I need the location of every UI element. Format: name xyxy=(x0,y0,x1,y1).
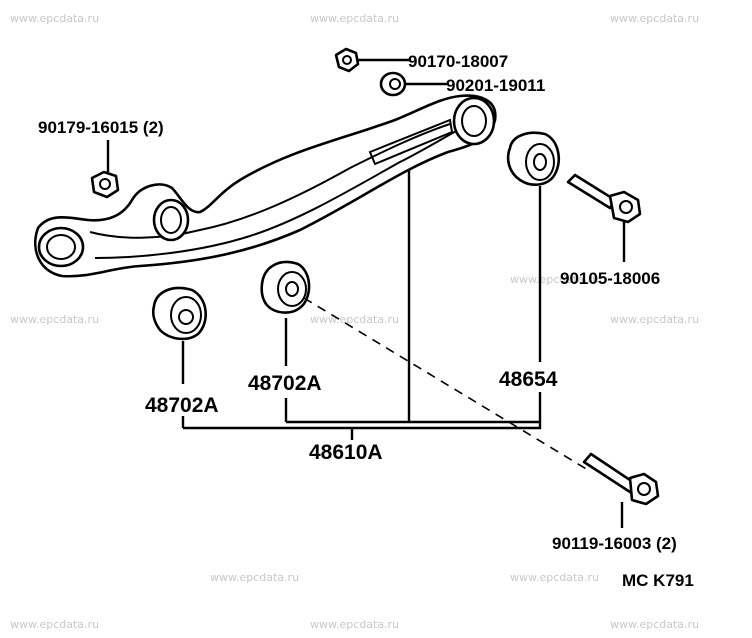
watermark-text: www.epcdata.ru xyxy=(10,618,99,631)
watermark-text: www.epcdata.ru xyxy=(510,273,599,286)
bushing-left-icon xyxy=(151,286,207,341)
watermark-text: www.epcdata.ru xyxy=(210,571,299,584)
watermark-text: www.epcdata.ru xyxy=(310,313,399,326)
watermark-text: www.epcdata.ru xyxy=(610,313,699,326)
nut-left-icon xyxy=(90,170,120,199)
washer-icon xyxy=(379,71,407,97)
part-labels: 90170-18007 90201-19011 90179-16015 (2) … xyxy=(38,52,694,590)
bushing-middle-icon xyxy=(260,260,311,314)
label-bushing-right: 48654 xyxy=(499,368,558,391)
bushing-right-icon xyxy=(506,131,560,186)
label-washer: 90201-19011 xyxy=(446,76,545,95)
watermark-text: www.epcdata.ru xyxy=(610,618,699,631)
watermark-text: www.epcdata.ru xyxy=(610,12,699,25)
leader-lines xyxy=(106,58,626,528)
watermark-text: www.epcdata.ru xyxy=(310,618,399,631)
label-nut-top: 90170-18007 xyxy=(408,52,508,71)
control-arm xyxy=(33,94,497,278)
label-bushing-left: 48702A xyxy=(145,394,219,417)
watermark-layer: www.epcdata.ru www.epcdata.ru www.epcdat… xyxy=(10,12,699,631)
bolt-right-icon xyxy=(566,173,642,224)
nut-top-icon xyxy=(334,47,360,73)
label-arm-assembly: 48610A xyxy=(309,441,383,464)
label-bolt-right: 90105-18006 xyxy=(560,269,660,288)
watermark-text: www.epcdata.ru xyxy=(510,571,599,584)
watermark-text: www.epcdata.ru xyxy=(310,12,399,25)
label-bolt-bottom: 90119-16003 (2) xyxy=(552,534,677,553)
watermark-text: www.epcdata.ru xyxy=(10,12,99,25)
bolt-bottom-icon xyxy=(582,452,660,506)
diagram-code: MC K791 xyxy=(622,571,694,590)
label-bushing-middle: 48702A xyxy=(248,372,322,395)
watermark-text: www.epcdata.ru xyxy=(10,313,99,326)
label-nut-left: 90179-16015 (2) xyxy=(38,118,164,137)
